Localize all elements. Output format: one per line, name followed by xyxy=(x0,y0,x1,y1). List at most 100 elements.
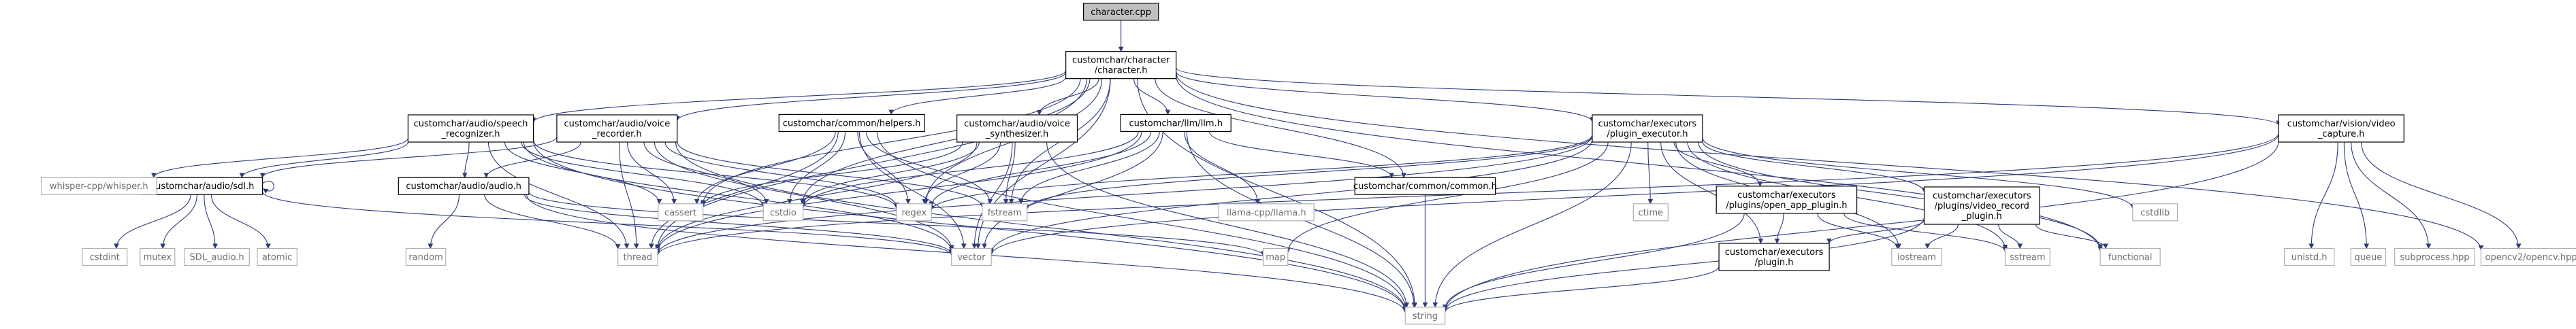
edge-char-to-helpers xyxy=(888,76,1067,116)
edge-llm-to-fstream xyxy=(1018,131,1160,205)
edge-openapp-to-sstream xyxy=(1844,213,2008,252)
edge-speech-to-audio xyxy=(462,141,470,178)
node-label-line: /plugins/video_record xyxy=(1935,201,2029,211)
node-speech[interactable]: customchar/audio/speech_recognizer.h xyxy=(407,114,534,143)
node-box xyxy=(762,203,804,222)
node-box xyxy=(1120,114,1231,133)
node-llm[interactable]: customchar/llm/llm.h xyxy=(1120,114,1231,133)
node-thread: thread xyxy=(617,247,658,266)
node-box xyxy=(951,247,992,266)
edge-sdl-to-sdl xyxy=(262,180,274,194)
edge-plugexec-to-functional xyxy=(1698,141,2103,250)
node-label-line: customchar/common/helpers.h xyxy=(783,118,921,128)
node-whisper: whisper-cpp/whisper.h xyxy=(40,177,157,195)
node-vision[interactable]: customchar/vision/video_capture.h xyxy=(2278,114,2404,143)
edge-voicesyn-to-vector xyxy=(971,141,1013,249)
node-box xyxy=(896,203,932,222)
edge-voicerec-to-thread xyxy=(619,141,639,249)
node-videorec[interactable]: customchar/executors/plugins/video_recor… xyxy=(1923,186,2040,225)
edge-vision-to-unistd xyxy=(2308,141,2338,249)
edge-audio-to-thread xyxy=(484,194,621,249)
edge-videorec-to-string xyxy=(1442,217,1925,313)
node-sdl[interactable]: customchar/audio/sdl.h xyxy=(142,177,263,195)
edge-voicesyn-to-fstream xyxy=(1003,141,1016,205)
node-voicesyn[interactable]: customchar/audio/voice_synthesizer.h xyxy=(956,114,1078,143)
edge-helpers-to-thread xyxy=(648,131,839,249)
edge-plugexec-to-thread xyxy=(655,135,1593,256)
edge-plugin-to-string xyxy=(1442,266,1720,313)
node-voicerec[interactable]: customchar/audio/voice_recorder.h xyxy=(556,114,678,143)
edge-char-to-opencv xyxy=(1176,72,2484,251)
node-subprocess: subprocess.hpp xyxy=(2394,247,2475,266)
edge-llm-to-regex xyxy=(929,131,1152,207)
node-label-line: string xyxy=(1413,311,1438,322)
edge-voicesyn-to-cassert xyxy=(700,141,963,207)
edge-voicesyn-to-thread xyxy=(655,141,978,251)
node-label-line: character.cpp xyxy=(1091,7,1151,18)
node-queue: queue xyxy=(2350,247,2386,266)
node-label-line: regex xyxy=(901,208,927,218)
node-label-line: vector xyxy=(957,252,986,262)
edge-videorec-to-functional xyxy=(2035,224,2108,249)
edge-plugexec-to-plugin xyxy=(1660,141,1764,244)
node-label-line: subprocess.hpp xyxy=(2400,252,2469,262)
node-char[interactable]: customchar/character/character.h xyxy=(1065,51,1177,80)
node-label-line: map xyxy=(1266,252,1285,262)
node-box xyxy=(658,203,704,222)
node-label-line: /plugin_executor.h xyxy=(1607,129,1688,139)
edge-voicerec-to-regex xyxy=(664,141,900,208)
node-box xyxy=(142,177,263,195)
edge-char-to-functional xyxy=(1176,75,2103,252)
node-label-line: atomic xyxy=(262,252,292,262)
node-box xyxy=(407,114,534,143)
node-label-line: queue xyxy=(2354,252,2382,262)
edges-layer xyxy=(114,20,2522,314)
edge-llm-to-llama xyxy=(1184,131,1261,205)
node-common[interactable]: customchar/common/common.h xyxy=(1353,177,1497,195)
edge-char-to-llm xyxy=(1133,78,1171,116)
edge-char-to-cstdio xyxy=(800,78,1091,205)
nodes-layer: character.cpp customchar/character/charac… xyxy=(40,3,2576,325)
edge-videorec-to-plugin xyxy=(1826,220,1925,244)
edge-voicerec-to-vector xyxy=(654,141,954,251)
node-label-line: cstdlib xyxy=(2140,208,2170,218)
node-label-line: unistd.h xyxy=(2291,252,2328,262)
node-iostream: iostream xyxy=(1891,247,1942,266)
edge-char-to-speech xyxy=(530,70,1067,123)
edge-voicesyn-to-cstdio xyxy=(800,141,980,206)
node-box xyxy=(1218,203,1315,222)
edge-llm-to-thread xyxy=(655,131,1142,253)
node-unistd: unistd.h xyxy=(2283,247,2335,266)
node-atomic: atomic xyxy=(257,247,297,266)
node-plugexec[interactable]: customchar/executors/plugin_executor.h xyxy=(1592,114,1703,143)
edge-plugexec-to-vector xyxy=(988,139,1593,254)
node-box xyxy=(1354,177,1496,195)
node-label-line: _synthesizer.h xyxy=(985,129,1048,139)
node-box xyxy=(2278,114,2404,143)
node-label-line: _plugin.h xyxy=(1961,211,2002,222)
node-label-line: customchar/executors xyxy=(1737,190,1836,201)
node-label-line: random xyxy=(408,252,442,262)
node-cstdint: cstdint xyxy=(82,247,128,266)
node-openapp[interactable]: customchar/executors/plugins/open_app_pl… xyxy=(1716,186,1858,214)
edge-voicerec-to-string xyxy=(675,141,1408,312)
node-label-line: opencv2/opencv.hpp xyxy=(2485,252,2576,262)
edge-audio-to-vector xyxy=(524,194,954,255)
node-label-line: customchar/audio/voice xyxy=(564,119,670,129)
node-ctime: ctime xyxy=(1632,203,1669,222)
node-box xyxy=(1891,247,1942,266)
node-label-line: /character.h xyxy=(1095,66,1148,76)
node-root[interactable]: character.cpp xyxy=(1082,3,1159,21)
edge-helpers-to-cassert xyxy=(694,131,836,205)
edge-sdl-to-sdlaudio xyxy=(204,194,218,249)
edge-sdl-to-cstdint xyxy=(114,194,191,249)
node-audio[interactable]: customchar/audio/audio.h xyxy=(398,177,530,195)
node-plugin[interactable]: customchar/executors/plugin.h xyxy=(1718,243,1830,271)
node-box xyxy=(2099,247,2161,266)
node-box xyxy=(2132,203,2178,222)
node-box xyxy=(2480,247,2576,266)
node-helpers[interactable]: customchar/common/helpers.h xyxy=(778,114,925,133)
node-cstdlib: cstdlib xyxy=(2132,203,2178,222)
node-string: string xyxy=(1404,307,1446,325)
node-box xyxy=(1923,186,2040,225)
